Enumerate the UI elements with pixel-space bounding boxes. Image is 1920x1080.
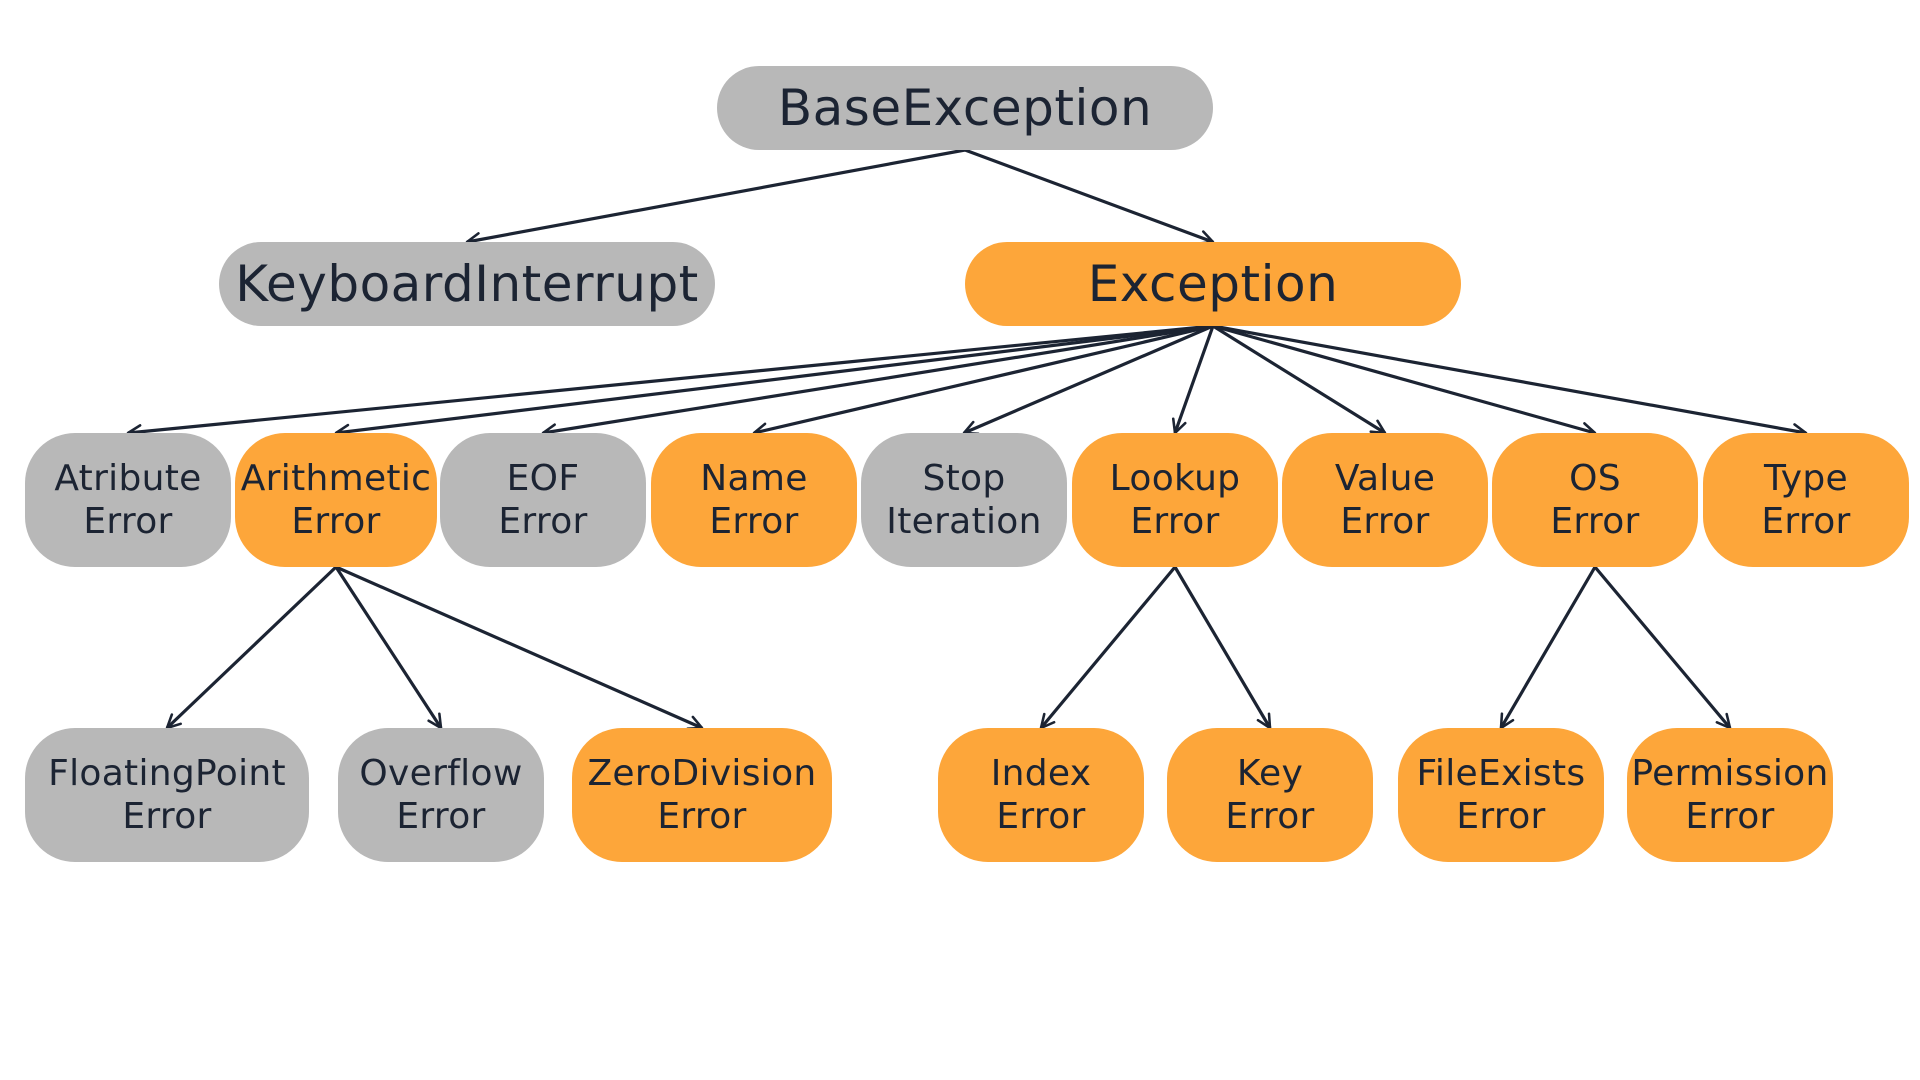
node-value-error: Value Error [1282,433,1488,567]
node-os-error: OS Error [1492,433,1698,567]
node-label-line1: Type [1764,457,1848,499]
node-label-line2: Error [657,796,747,837]
node-index-error: Index Error [938,728,1144,862]
node-zero-division-error: ZeroDivision Error [572,728,832,862]
edge-base-exception-to-exception [964,148,1215,245]
node-label: KeyboardInterrupt [235,255,699,313]
node-file-exists-error: FileExists Error [1398,728,1604,862]
node-label-line2: Error [1550,501,1640,542]
node-label-line1: Value [1334,457,1436,499]
node-atribute-error: Atribute Error [25,433,231,567]
edge-exception-to-stop-iteration [962,324,1214,436]
node-label-line1: Index [990,752,1092,794]
node-label-line2: Error [1225,796,1315,837]
node-label-line2: Error [1761,501,1851,542]
node-type-error: Type Error [1703,433,1909,567]
node-keyboard-interrupt: KeyboardInterrupt [219,242,715,326]
node-label-line2: Error [291,501,381,542]
node-label-line2: Error [122,796,212,837]
edge-arithmetic-error-to-overflow-error [334,566,443,730]
edge-exception-to-type-error [1212,324,1808,439]
edge-exception-to-eof-error [541,324,1214,439]
node-permission-error: Permission Error [1627,728,1833,862]
edge-arithmetic-error-to-zero-division-error [335,565,704,730]
node-lookup-error: Lookup Error [1072,433,1278,567]
node-label-line1: Permission [1631,752,1829,794]
node-label-line1: Key [1236,752,1304,794]
edge-exception-to-arithmetic-error [334,324,1214,440]
node-arithmetic-error: Arithmetic Error [235,433,437,567]
node-base-exception: BaseException [717,66,1213,150]
node-label-line1: Atribute [54,457,202,499]
node-floating-point-error: FloatingPoint Error [25,728,309,862]
edge-os-error-to-permission-error [1593,565,1732,730]
node-label-line1: Arithmetic [240,457,432,499]
edge-lookup-error-to-index-error [1039,565,1177,730]
node-label-line2: Error [996,796,1086,837]
edge-exception-to-value-error [1212,324,1387,435]
node-label-line1: ZeroDivision [587,752,817,794]
node-label-line1: EOF [506,457,580,499]
node-key-error: Key Error [1167,728,1373,862]
edge-exception-to-atribute-error [126,324,1214,440]
edge-exception-to-name-error [752,324,1214,438]
node-label-line2: Iteration [886,501,1042,542]
node-label-line1: FileExists [1416,752,1586,794]
node-label-line2: Error [396,796,486,837]
node-label-line2: Error [83,501,173,542]
node-exception: Exception [965,242,1461,326]
node-label-line2: Error [1456,796,1546,837]
node-label-line1: Stop [922,457,1006,499]
node-label-line2: Error [1130,501,1220,542]
node-label-line1: FloatingPoint [48,752,286,794]
edge-exception-to-lookup-error [1171,325,1215,435]
node-label-line2: Error [498,501,588,542]
node-eof-error: EOF Error [440,433,646,567]
node-name-error: Name Error [651,433,857,567]
node-label: BaseException [777,79,1153,137]
edge-os-error-to-file-exists-error [1499,566,1597,730]
node-label: Exception [1087,255,1339,313]
edge-base-exception-to-keyboard-interrupt [465,148,966,248]
edge-exception-to-os-error [1212,324,1597,437]
node-label-line1: Name [700,457,808,499]
node-label-line2: Error [1340,501,1430,542]
node-label-line1: Overflow [359,752,523,794]
node-label-line1: OS [1569,457,1621,499]
node-label-line2: Error [1685,796,1775,837]
edge-lookup-error-to-key-error [1173,566,1272,730]
node-overflow-error: Overflow Error [338,728,544,862]
node-stop-iteration: Stop Iteration [861,433,1067,567]
edge-arithmetic-error-to-floating-point-error [165,565,338,730]
node-label-line2: Error [709,501,799,542]
node-label-line1: Lookup [1109,457,1241,499]
